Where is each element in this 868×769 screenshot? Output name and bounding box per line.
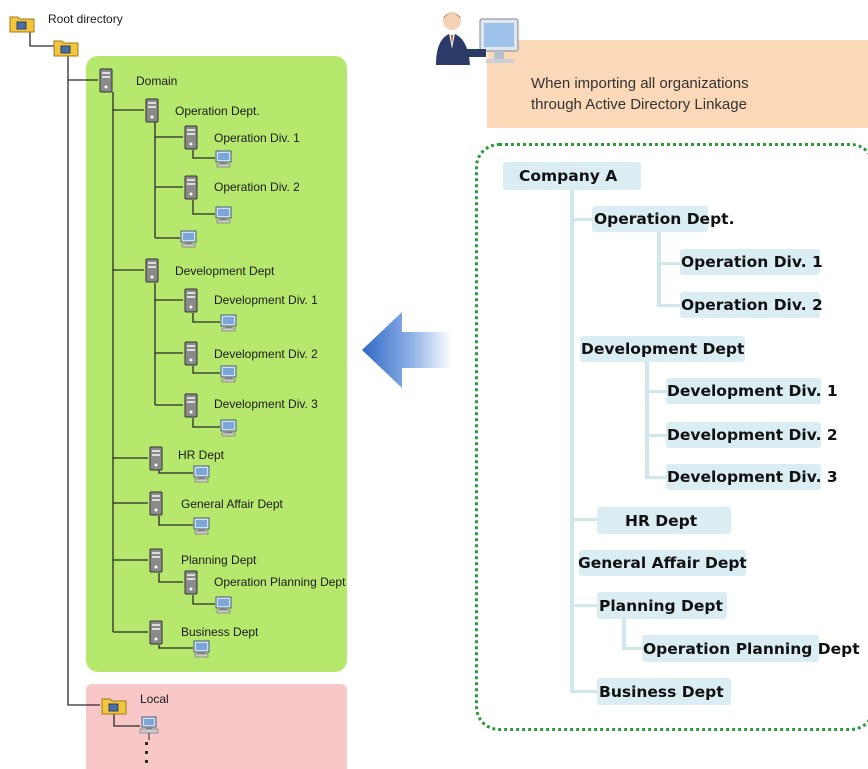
right-hr-dept-label: HR Dept (625, 512, 698, 530)
general-affair-box (579, 550, 746, 576)
development-div3-box (666, 464, 821, 490)
development-div1-pc-icon (220, 314, 237, 332)
general-affair-pc-icon (193, 517, 210, 535)
caption-box (487, 40, 868, 128)
operation-planning-box (642, 635, 819, 662)
company-a-box (503, 162, 641, 190)
left-development-dept-label: Development Dept (175, 264, 275, 278)
root-directory-label: Root directory (48, 12, 123, 26)
hr-dept-server-icon (149, 446, 163, 471)
development-div1-box (666, 378, 821, 404)
operation-div1-box (680, 249, 820, 275)
root-folder-icon (9, 16, 35, 33)
hr-dept-box (597, 507, 731, 534)
right-operation-planning-label: Operation Planning Dept (643, 640, 860, 658)
development-div1-server-icon (184, 288, 198, 313)
left-general-affair-label: General Affair Dept (181, 497, 283, 511)
operation-planning-pc-icon (215, 596, 232, 614)
user-at-computer-icon (436, 12, 519, 65)
h-conn (657, 304, 681, 307)
operation-dept-box (592, 206, 708, 232)
operation-div2-server-icon (184, 175, 198, 200)
right-operation-dept-label: Operation Dept. (594, 210, 735, 228)
operation-div1-server-icon (184, 125, 198, 150)
operation-dept-pc-icon (180, 230, 197, 248)
right-operation-div1-label: Operation Div. 1 (681, 253, 823, 271)
operation-dept-server-icon (145, 98, 159, 123)
left-development-div1-label: Development Div. 1 (214, 293, 318, 307)
folder-icon (53, 40, 79, 57)
right-operation-div2-label: Operation Div. 2 (681, 296, 823, 314)
h-conn (645, 476, 667, 479)
local-folder-icon (101, 698, 127, 715)
domain-label: Domain (136, 74, 178, 88)
h-conn (570, 518, 598, 521)
caption-line-1: When importing all organizations (531, 75, 749, 92)
local-label: Local (140, 692, 169, 706)
right-development-dept-label: Development Dept (581, 340, 745, 358)
right-operation-branch (657, 232, 661, 306)
development-div2-server-icon (184, 341, 198, 366)
development-div3-server-icon (184, 393, 198, 418)
left-operation-div2-label: Operation Div. 2 (214, 180, 300, 194)
left-business-dept-label: Business Dept (181, 625, 259, 639)
planning-dept-box (597, 592, 727, 619)
development-div3-pc-icon (220, 419, 237, 437)
development-dept-server-icon (145, 258, 159, 283)
development-dept-box (580, 336, 745, 362)
left-development-div3-label: Development Div. 3 (214, 397, 318, 411)
h-conn (570, 690, 600, 693)
right-main-trunk (570, 190, 574, 692)
right-development-branch (645, 360, 649, 478)
right-development-div3-label: Development Div. 3 (667, 468, 838, 486)
h-conn (622, 647, 644, 650)
right-general-affair-label: General Affair Dept (578, 554, 747, 572)
right-development-div2-label: Development Div. 2 (667, 426, 838, 444)
business-dept-box (597, 678, 731, 705)
business-dept-server-icon (149, 620, 163, 645)
company-a-label: Company A (519, 167, 618, 185)
h-conn (570, 604, 600, 607)
operation-planning-server-icon (184, 570, 198, 595)
h-conn (570, 218, 594, 221)
caption-line-2: through Active Directory Linkage (531, 96, 747, 113)
left-operation-planning-label: Operation Planning Dept (214, 575, 346, 589)
right-development-div1-label: Development Div. 1 (667, 382, 838, 400)
right-planning-branch (622, 618, 626, 650)
left-operation-div1-label: Operation Div. 1 (214, 131, 300, 145)
business-dept-pc-icon (193, 640, 210, 658)
operation-div1-pc-icon (215, 150, 232, 168)
operation-div2-pc-icon (215, 206, 232, 224)
hr-dept-pc-icon (193, 465, 210, 483)
development-div2-pc-icon (220, 365, 237, 383)
left-hr-dept-label: HR Dept (178, 448, 225, 462)
development-div2-box (666, 422, 821, 448)
domain-server-icon (99, 68, 113, 93)
left-development-div2-label: Development Div. 2 (214, 347, 318, 361)
org-tree-frame (475, 143, 868, 731)
general-affair-server-icon (149, 491, 163, 516)
right-planning-dept-label: Planning Dept (599, 597, 723, 615)
h-conn (645, 434, 667, 437)
left-operation-dept-label: Operation Dept. (175, 104, 260, 118)
h-conn (657, 262, 681, 265)
planning-dept-server-icon (149, 548, 163, 573)
left-planning-dept-label: Planning Dept (181, 553, 257, 567)
local-pc-icon (139, 716, 159, 740)
import-arrow-icon (362, 312, 452, 388)
h-conn (645, 390, 667, 393)
right-business-dept-label: Business Dept (599, 683, 724, 701)
operation-div2-box (680, 292, 820, 318)
